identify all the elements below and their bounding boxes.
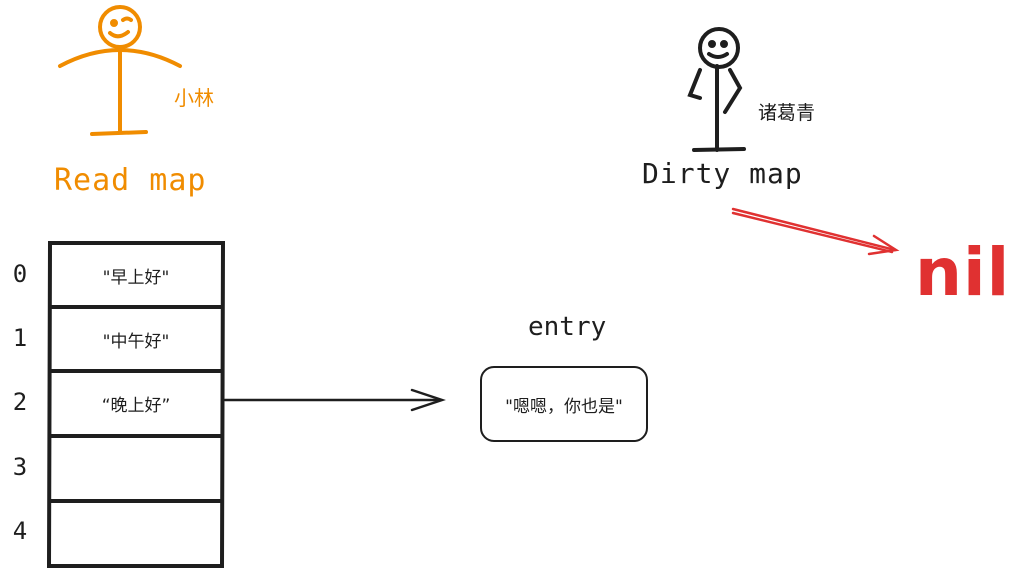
pointer-arrow bbox=[223, 388, 446, 412]
read-map-cell-2: “晚上好” bbox=[101, 395, 171, 416]
read-map-title: Read map bbox=[54, 163, 207, 198]
reader-stick-figure bbox=[58, 5, 182, 136]
entry-box: "嗯嗯，你也是" bbox=[480, 366, 648, 442]
read-map-cell-1: "中午好" bbox=[102, 331, 170, 352]
dirty-map-title: Dirty map bbox=[642, 157, 803, 190]
dirty-map-arrow bbox=[731, 207, 900, 256]
row-index-2: 2 bbox=[12, 388, 28, 416]
read-map-cell-0: "早上好" bbox=[102, 267, 170, 288]
read-map-table bbox=[46, 241, 226, 568]
row-index-0: 0 bbox=[12, 260, 28, 288]
writer-name: 诸葛青 bbox=[758, 102, 816, 124]
read-map-cell-4 bbox=[50, 502, 222, 564]
reader-name: 小林 bbox=[174, 86, 214, 110]
entry-label: entry bbox=[528, 312, 607, 342]
nil-label: nil bbox=[915, 234, 1010, 311]
row-index-3: 3 bbox=[12, 453, 28, 481]
row-index-1: 1 bbox=[12, 324, 28, 352]
row-index-4: 4 bbox=[12, 517, 28, 545]
read-map-cell-3 bbox=[50, 437, 222, 499]
writer-stick-figure bbox=[687, 27, 746, 152]
